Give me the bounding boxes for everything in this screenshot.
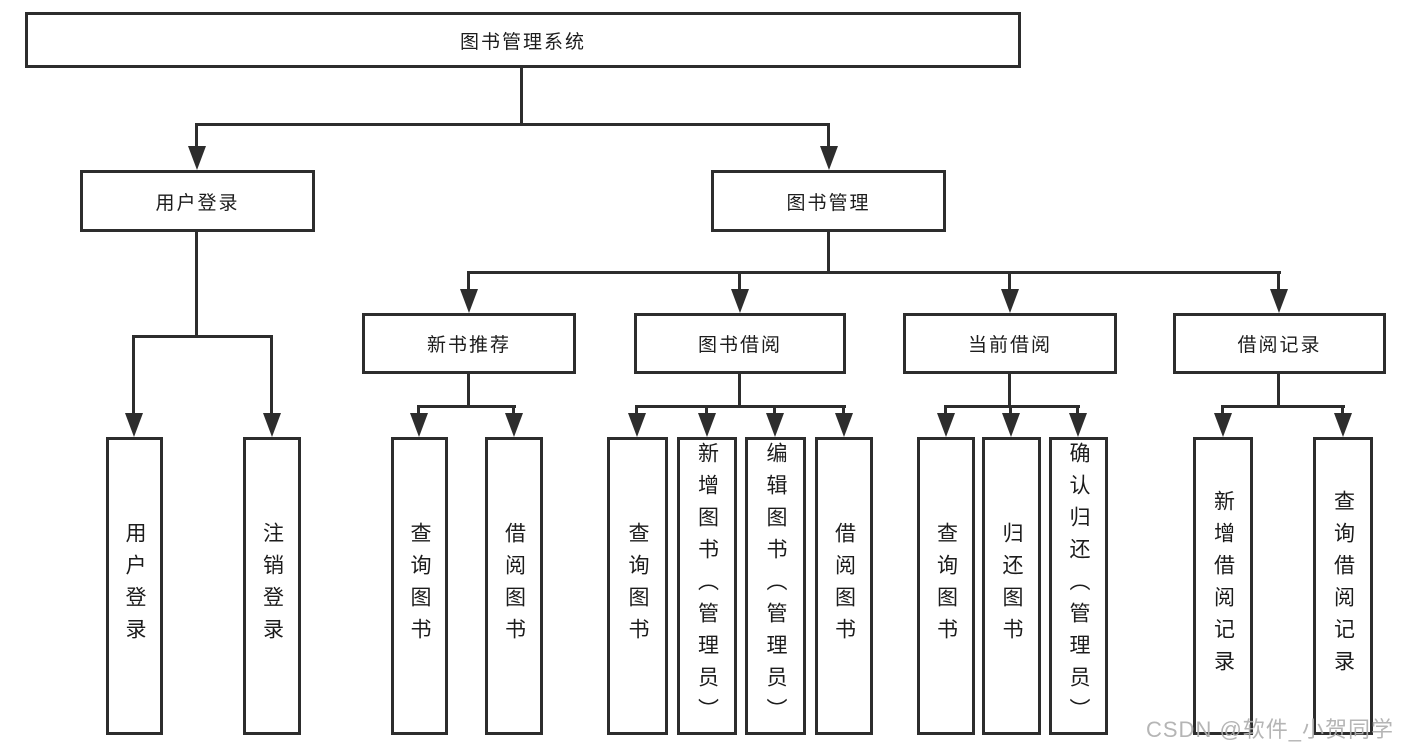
leaf-borrow-books-recommend: 借阅图书 (485, 437, 543, 735)
connector-line (195, 232, 198, 335)
leaf-return-book-label: 归还图书 (1000, 522, 1023, 650)
leaf-user-login-label: 用户登录 (123, 522, 146, 650)
connector-line (467, 271, 470, 293)
connector-line (520, 68, 523, 123)
connector-line (1221, 405, 1224, 415)
connector-line (1277, 271, 1280, 293)
connector-line (1277, 374, 1280, 405)
arrowhead-down-icon (731, 289, 749, 313)
leaf-borrow-books: 借阅图书 (815, 437, 873, 735)
arrowhead-down-icon (835, 413, 853, 437)
node-user-login: 用户登录 (80, 170, 315, 232)
leaf-query-books-borrow-label: 查询图书 (626, 522, 649, 650)
node-book-management-label: 图书管理 (786, 192, 871, 214)
arrowhead-down-icon (505, 413, 523, 437)
leaf-query-books-current: 查询图书 (917, 437, 975, 735)
connector-line (133, 335, 273, 338)
leaf-add-book-admin: 新增图书（管理员） (677, 437, 737, 735)
leaf-query-borrow-record-label: 查询借阅记录 (1331, 490, 1355, 682)
node-borrow-records: 借阅记录 (1173, 313, 1386, 374)
connector-line (1008, 374, 1011, 405)
leaf-add-book-admin-label: 新增图书（管理员） (695, 442, 719, 730)
leaf-user-login: 用户登录 (106, 437, 163, 735)
connector-line (270, 335, 273, 417)
watermark: CSDN @软件_小贺同学 (1146, 717, 1395, 742)
arrowhead-down-icon (1214, 413, 1232, 437)
connector-line (132, 335, 135, 417)
connector-line (1222, 405, 1345, 408)
connector-line (196, 123, 829, 126)
leaf-add-borrow-record: 新增借阅记录 (1193, 437, 1253, 735)
leaf-borrow-books-label: 借阅图书 (832, 522, 856, 650)
arrowhead-down-icon (820, 146, 838, 170)
leaf-edit-book-admin: 编辑图书（管理员） (745, 437, 806, 735)
leaf-query-books-borrow: 查询图书 (607, 437, 668, 735)
leaf-query-borrow-record: 查询借阅记录 (1313, 437, 1373, 735)
node-borrow-records-label: 借阅记录 (1237, 335, 1322, 356)
node-new-book-recommend: 新书推荐 (362, 313, 576, 374)
connector-line (738, 271, 741, 293)
node-book-borrow-label: 图书借阅 (697, 335, 782, 356)
connector-line (1076, 405, 1079, 415)
node-book-borrow: 图书借阅 (634, 313, 846, 374)
arrowhead-down-icon (125, 413, 143, 437)
leaf-query-books-recommend-label: 查询图书 (408, 522, 431, 650)
leaf-confirm-return-admin: 确认归还（管理员） (1049, 437, 1108, 735)
connector-line (468, 271, 1281, 274)
arrowhead-down-icon (460, 289, 478, 313)
leaf-logout: 注销登录 (243, 437, 301, 735)
connector-line (417, 405, 420, 415)
leaf-query-books-current-label: 查询图书 (934, 522, 958, 650)
node-root: 图书管理系统 (25, 12, 1021, 68)
arrowhead-down-icon (698, 413, 716, 437)
node-current-borrow-label: 当前借阅 (967, 335, 1052, 356)
connector-line (738, 374, 741, 405)
connector-line (195, 123, 198, 152)
connector-line (418, 405, 516, 408)
connector-line (1341, 405, 1344, 415)
connector-line (1009, 405, 1012, 415)
arrowhead-down-icon (188, 146, 206, 170)
connector-line (842, 405, 845, 415)
leaf-query-books-recommend: 查询图书 (391, 437, 448, 735)
leaf-borrow-books-recommend-label: 借阅图书 (502, 522, 526, 650)
node-book-management: 图书管理 (711, 170, 946, 232)
connector-line (944, 405, 947, 415)
arrowhead-down-icon (1002, 413, 1020, 437)
connector-line (827, 232, 830, 271)
arrowhead-down-icon (1069, 413, 1087, 437)
arrowhead-down-icon (1001, 289, 1019, 313)
arrowhead-down-icon (1334, 413, 1352, 437)
connector-line (512, 405, 515, 415)
connector-line (705, 405, 708, 415)
leaf-logout-label: 注销登录 (260, 522, 284, 650)
arrowhead-down-icon (1270, 289, 1288, 313)
arrowhead-down-icon (263, 413, 281, 437)
connector-line (467, 374, 470, 405)
connector-line (827, 123, 830, 152)
arrowhead-down-icon (766, 413, 784, 437)
node-user-login-label: 用户登录 (155, 192, 240, 214)
connector-line (1008, 271, 1011, 293)
connector-line (635, 405, 638, 415)
connector-line (945, 405, 1080, 408)
arrowhead-down-icon (628, 413, 646, 437)
leaf-add-borrow-record-label: 新增借阅记录 (1211, 490, 1235, 682)
arrowhead-down-icon (410, 413, 428, 437)
connector-line (773, 405, 776, 415)
leaf-confirm-return-admin-label: 确认归还（管理员） (1067, 442, 1090, 730)
connector-line (636, 405, 846, 408)
node-root-label: 图书管理系统 (459, 31, 586, 53)
node-new-book-recommend-label: 新书推荐 (426, 335, 511, 356)
arrowhead-down-icon (937, 413, 955, 437)
leaf-return-book: 归还图书 (982, 437, 1041, 735)
node-current-borrow: 当前借阅 (903, 313, 1117, 374)
leaf-edit-book-admin-label: 编辑图书（管理员） (764, 442, 787, 730)
